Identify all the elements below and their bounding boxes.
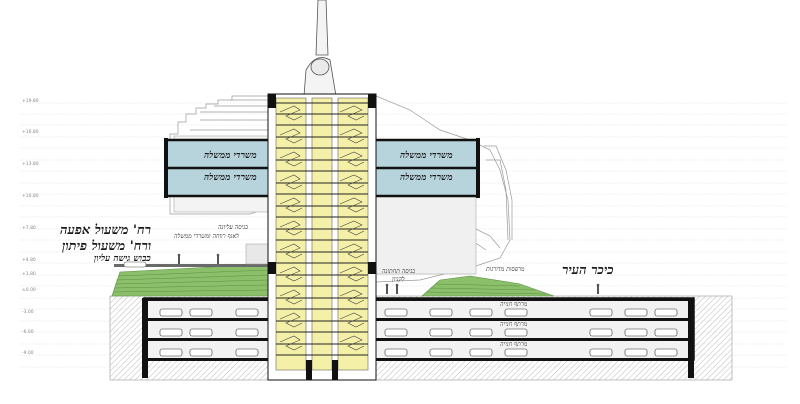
road-car [123, 261, 147, 268]
lower-entrance-sublabel: לקניון [392, 276, 405, 283]
upper-entrance-label: כניסה עליונה [218, 224, 249, 231]
green-terraces [421, 275, 555, 297]
level-mark: +19.80 [22, 99, 39, 104]
gov-offices-label-left-upper: משרדי ממשלה [204, 151, 257, 161]
parking-label-3: מרתף חנייה [500, 341, 528, 348]
gov-offices-label-right-upper: משרדי ממשלה [400, 151, 453, 161]
terraces-label: מרפסות מדורגות [486, 266, 525, 273]
level-mark: +1.80 [22, 272, 36, 277]
gov-offices-label-left-lower: משרדי ממשלה [204, 173, 257, 183]
level-mark: +10.80 [22, 194, 39, 199]
parking-label-2: מרתף חנייה [500, 321, 528, 328]
upper-road [114, 264, 268, 267]
street-label-aluf: רח' משעול אפעה [60, 223, 152, 238]
office-block-left [164, 138, 270, 198]
upper-road-label: כבוש גישה עליון [94, 254, 151, 264]
people-figures [177, 253, 600, 294]
lower-entrance-label: כניסה תחתונה [382, 268, 416, 275]
spire [303, 0, 337, 97]
wing-wall-right [375, 195, 477, 275]
level-mark: +13.80 [22, 162, 39, 167]
parked-cars [159, 308, 678, 357]
level-mark: +4.80 [22, 258, 36, 263]
level-mark: +7.80 [22, 226, 36, 231]
street-label-pitan: ורח' משעול פיתון [62, 239, 152, 254]
level-mark: ±0.00 [22, 288, 36, 293]
city-square-label: כיכר העיר [562, 263, 614, 278]
office-block-right [374, 138, 480, 198]
core-stairs [279, 105, 365, 351]
level-mark: -3.00 [22, 310, 34, 315]
level-mark: +16.80 [22, 130, 39, 135]
upper-entrance-sublabel: לאגף רווחה ומשרדי ממשלה [174, 233, 239, 240]
level-mark: -6.00 [22, 330, 34, 335]
parking-label-1: מרתף חנייה [500, 301, 528, 308]
level-mark: -9.00 [22, 351, 34, 356]
gov-offices-label-right-lower: משרדי ממשלה [400, 173, 453, 183]
